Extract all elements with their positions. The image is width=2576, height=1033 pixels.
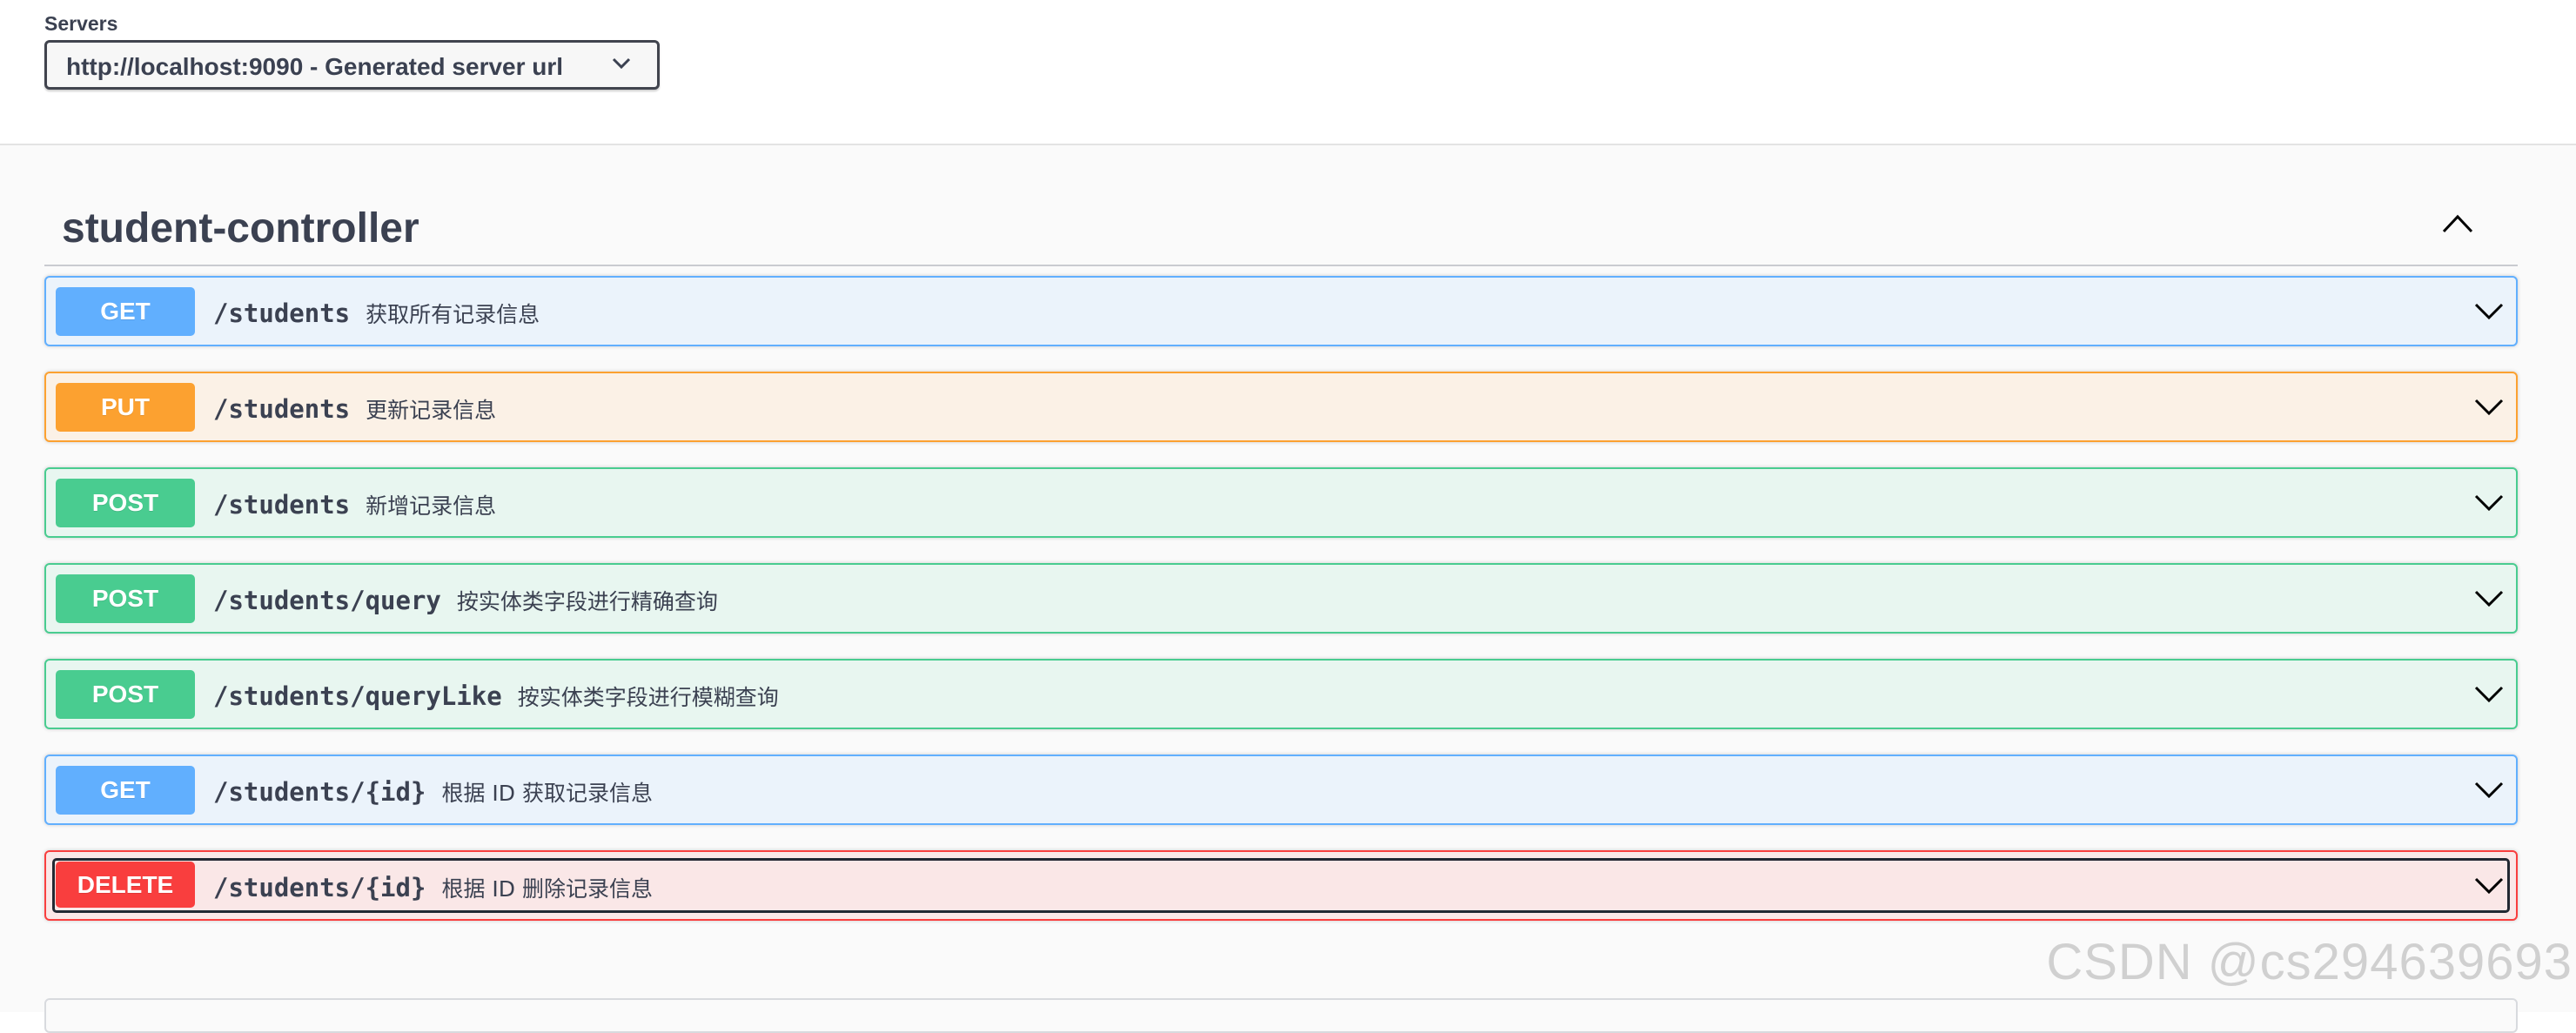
servers-label: Servers: [44, 12, 118, 35]
operation-path: /students: [213, 298, 351, 328]
method-badge: GET: [56, 287, 195, 336]
operation-summary: 更新记录信息: [366, 398, 497, 423]
operation-summary: 新增记录信息: [366, 493, 497, 519]
operation-path: /students/queryLike: [213, 681, 502, 711]
operation-post-students-query[interactable]: POST /students/query 按实体类字段进行精确查询: [44, 563, 2518, 634]
operation-summary: 获取所有记录信息: [366, 302, 540, 327]
chevron-down-icon[interactable]: [2474, 589, 2504, 608]
tag-header[interactable]: student-controller: [44, 191, 2518, 266]
chevron-down-icon[interactable]: [2474, 302, 2504, 321]
chevron-down-icon[interactable]: [2474, 398, 2504, 417]
chevron-down-icon[interactable]: [2474, 685, 2504, 704]
operation-post-students-querylike[interactable]: POST /students/queryLike 按实体类字段进行模糊查询: [44, 659, 2518, 729]
tag-title: student-controller: [62, 205, 419, 252]
operation-path-line: /students 获取所有记录信息: [213, 298, 540, 329]
method-badge: POST: [56, 670, 195, 719]
method-badge: POST: [56, 479, 195, 527]
method-badge: POST: [56, 574, 195, 623]
operation-summary: 按实体类字段进行模糊查询: [517, 685, 779, 710]
operation-path-line: /students/{id} 根据 ID 获取记录信息: [213, 776, 653, 808]
operation-delete-student-by-id[interactable]: DELETE /students/{id} 根据 ID 删除记录信息: [44, 850, 2518, 921]
chevron-down-icon[interactable]: [2474, 876, 2504, 895]
operation-path: /students: [213, 394, 351, 424]
watermark: CSDN @cs294639693: [2046, 934, 2573, 990]
operation-path-line: /students/queryLike 按实体类字段进行模糊查询: [213, 681, 779, 712]
operation-path-line: /students 新增记录信息: [213, 489, 496, 520]
operation-summary: 根据 ID 删除记录信息: [441, 876, 653, 902]
operation-path-line: /students/{id} 根据 ID 删除记录信息: [213, 872, 653, 903]
method-badge: PUT: [56, 383, 195, 432]
operation-summary: 按实体类字段进行精确查询: [456, 589, 718, 614]
operation-post-students[interactable]: POST /students 新增记录信息: [44, 467, 2518, 538]
method-badge: GET: [56, 766, 195, 815]
chevron-down-icon: [612, 57, 631, 70]
operation-path: /students/{id}: [213, 777, 426, 807]
chevron-down-icon[interactable]: [2474, 493, 2504, 513]
operation-get-student-by-id[interactable]: GET /students/{id} 根据 ID 获取记录信息: [44, 755, 2518, 825]
servers-section: Servers http://localhost:9090 - Generate…: [0, 0, 2576, 145]
chevron-down-icon[interactable]: [2474, 781, 2504, 800]
operations-area: student-controller GET /students 获取所有记录信息…: [0, 145, 2576, 1033]
method-badge: DELETE: [56, 862, 195, 908]
operation-path-line: /students 更新记录信息: [213, 393, 496, 425]
servers-select[interactable]: http://localhost:9090 - Generated server…: [44, 40, 660, 90]
operation-path: /students/{id}: [213, 873, 426, 902]
operation-get-students[interactable]: GET /students 获取所有记录信息: [44, 276, 2518, 346]
servers-select-value: http://localhost:9090 - Generated server…: [66, 53, 564, 80]
operation-path: /students: [213, 490, 351, 520]
operation-path: /students/query: [213, 586, 441, 615]
operation-put-students[interactable]: PUT /students 更新记录信息: [44, 372, 2518, 442]
operation-path-line: /students/query 按实体类字段进行精确查询: [213, 585, 718, 616]
operation-summary: 根据 ID 获取记录信息: [441, 781, 653, 806]
chevron-up-icon[interactable]: [2441, 213, 2474, 234]
next-section-edge: [44, 998, 2518, 1033]
